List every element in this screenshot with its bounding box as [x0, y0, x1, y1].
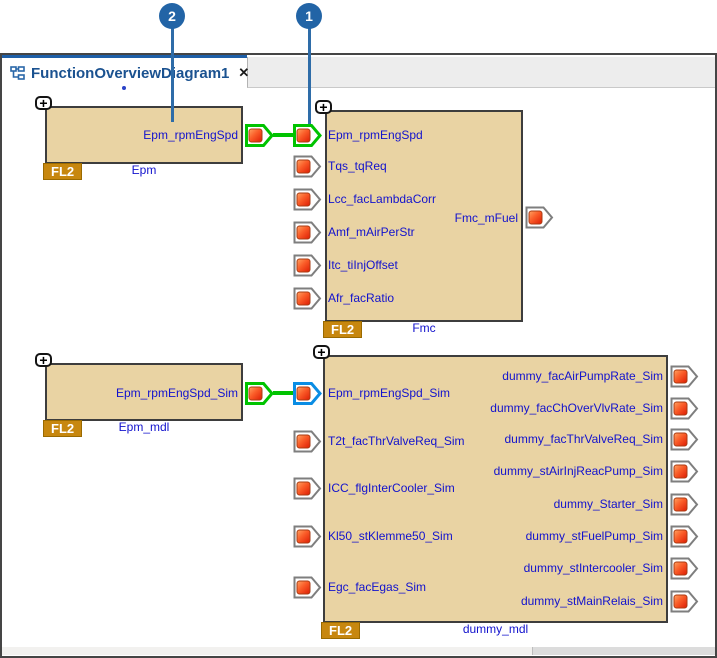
output-port[interactable] [670, 493, 699, 516]
block-name: Fmc [412, 321, 436, 335]
fl2-badge: FL2 [43, 163, 83, 180]
fl2-badge: FL2 [323, 321, 363, 338]
close-icon[interactable]: ✕ [238, 65, 250, 80]
callout-2: 2 [159, 3, 185, 29]
port-label: Kl50_stKlemme50_Sim [328, 529, 453, 543]
horizontal-scrollbar[interactable] [2, 647, 715, 655]
block-dummy-mdl[interactable]: + FL2 dummy_mdl [313, 345, 668, 639]
connection-epm-fmc[interactable] [273, 133, 293, 137]
input-port[interactable] [293, 254, 322, 277]
callout-1-stem [308, 28, 311, 124]
input-port[interactable] [293, 155, 322, 178]
output-port[interactable] [670, 428, 699, 451]
port-label: dummy_stFuelPump_Sim [525, 529, 663, 543]
output-port[interactable] [525, 206, 554, 229]
port-label: Itc_tiInjOffset [328, 258, 398, 272]
port-label: Epm_rpmEngSpd [328, 128, 423, 142]
fl2-badge: FL2 [43, 420, 83, 437]
output-port[interactable] [670, 460, 699, 483]
port-label: dummy_facAirPumpRate_Sim [502, 369, 663, 383]
port-label: Tqs_tqReq [328, 159, 387, 173]
expand-icon[interactable]: + [313, 345, 330, 359]
port-label: dummy_stIntercooler_Sim [523, 561, 663, 575]
fl2-badge: FL2 [321, 622, 361, 639]
port-label: dummy_Starter_Sim [553, 497, 663, 511]
input-port[interactable] [293, 430, 322, 453]
output-port[interactable] [670, 590, 699, 613]
expand-icon[interactable]: + [315, 100, 332, 114]
port-label: Fmc_mFuel [454, 211, 518, 225]
block-name: dummy_mdl [462, 622, 529, 636]
port-label: ICC_flgInterCooler_Sim [328, 481, 455, 495]
output-port[interactable] [670, 397, 699, 420]
port-label: Egc_facEgas_Sim [328, 580, 427, 594]
connection-epmmdl-dummymdl[interactable] [273, 391, 293, 395]
port-label: dummy_stAirInjReacPump_Sim [493, 464, 663, 478]
annotation-dot [122, 86, 126, 90]
input-port[interactable] [293, 477, 322, 500]
scrollbar-thumb[interactable] [2, 647, 533, 655]
output-port[interactable] [670, 365, 699, 388]
block-epm-mdl[interactable]: + FL2 Epm_mdl [35, 353, 243, 437]
port-label: Lcc_facLambdaCorr [328, 192, 437, 206]
block-fmc[interactable]: + FL2 Fmc [315, 100, 523, 338]
expand-icon[interactable]: + [35, 96, 52, 110]
expand-icon[interactable]: + [35, 353, 52, 367]
port-label: Afr_facRatio [328, 291, 395, 305]
output-port[interactable] [245, 382, 274, 405]
output-port[interactable] [245, 124, 274, 147]
input-port[interactable] [293, 287, 322, 310]
port-label: dummy_facChOverVlvRate_Sim [490, 401, 663, 415]
input-port[interactable] [293, 221, 322, 244]
callout-2-number: 2 [168, 8, 176, 24]
input-port[interactable] [293, 124, 322, 147]
input-port[interactable] [293, 576, 322, 599]
callout-2-stem [171, 28, 174, 122]
input-port[interactable] [293, 188, 322, 211]
diagram-icon [10, 66, 25, 80]
block-name: Epm_mdl [118, 420, 170, 434]
port-label: Epm_rpmEngSpd [143, 128, 238, 142]
callout-1-number: 1 [305, 8, 313, 24]
callout-1: 1 [296, 3, 322, 29]
output-port[interactable] [670, 557, 699, 580]
port-label: T2t_facThrValveReq_Sim [328, 434, 465, 448]
port-label: dummy_facThrValveReq_Sim [504, 432, 663, 446]
port-label: Epm_rpmEngSpd_Sim [328, 386, 451, 400]
tab-strip [247, 57, 715, 88]
block-name: Epm [131, 163, 157, 177]
port-label: Epm_rpmEngSpd_Sim [115, 386, 238, 400]
block-epm[interactable]: + FL2 Epm [35, 96, 243, 180]
port-label: Amf_mAirPerStr [328, 225, 415, 239]
output-port[interactable] [670, 525, 699, 548]
tab-title: FunctionOverviewDiagram1 [31, 64, 230, 82]
input-port[interactable] [293, 525, 322, 548]
port-label: dummy_stMainRelais_Sim [520, 594, 663, 608]
input-port[interactable] [293, 382, 322, 405]
tab-function-overview-diagram[interactable]: FunctionOverviewDiagram1 ✕ [2, 55, 250, 88]
